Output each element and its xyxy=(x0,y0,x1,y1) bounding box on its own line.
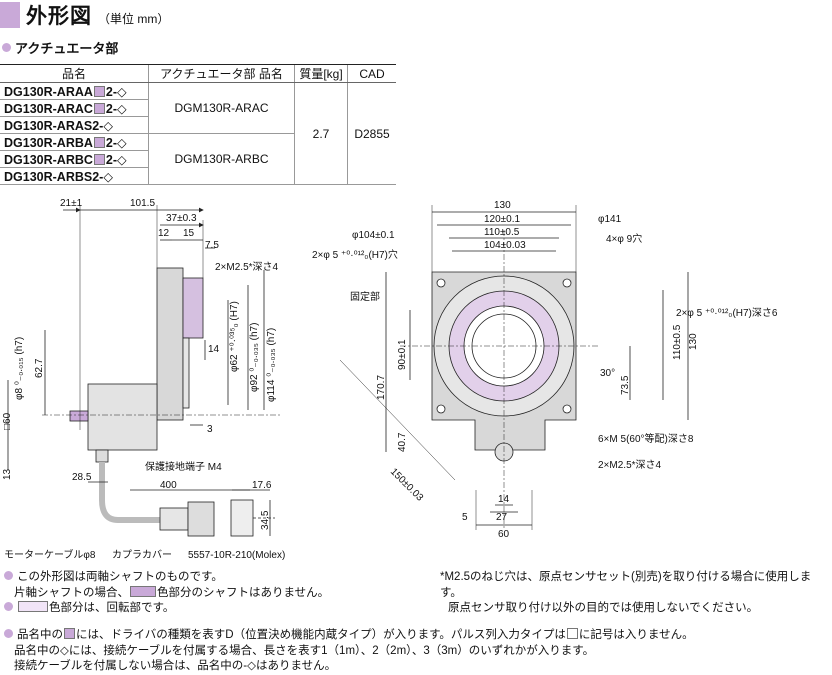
dim-27: 27 xyxy=(496,512,508,523)
note-3: 色部分は、回転部です。 xyxy=(4,601,329,617)
side-view xyxy=(7,205,280,537)
bullet-dot-icon xyxy=(2,43,11,52)
dim-92: φ92 ⁰₋₀.₀₃₅ (h7) xyxy=(249,323,260,392)
dim-12: 12 xyxy=(158,228,170,239)
dim-345: 34.5 xyxy=(260,510,271,530)
unit-label: （単位 mm） xyxy=(98,11,170,26)
dim-176: 17.6 xyxy=(252,480,272,491)
dim-75: 7.5 xyxy=(205,240,219,251)
dim-101: 101.5 xyxy=(130,198,155,209)
note-2: 片軸シャフトの場合、色部分のシャフトはありません。 xyxy=(14,585,330,599)
side-flange xyxy=(156,267,184,421)
dim-407: 40.7 xyxy=(397,432,408,452)
cad-value: D2855 xyxy=(347,82,396,185)
dim-m25-front: 2×M2.5*深さ4 xyxy=(598,459,662,471)
dim-8: φ8 ⁰₋₀.₀₁₅ (h7) xyxy=(14,337,25,400)
dim-15: 15 xyxy=(183,228,195,239)
dim-735: 73.5 xyxy=(620,375,631,395)
col-mass: 質量[kg] xyxy=(294,64,348,83)
dim-110a: 110±0.5 xyxy=(484,227,520,238)
fixed-part-label: 固定部 xyxy=(350,290,380,303)
dim-pin-depth: 2×φ 5 ⁺⁰·⁰¹²₀(H7)深さ6 xyxy=(676,307,778,319)
notes-right: *M2.5のねじ穴は、原点センサセット(別売)を取り付ける場合に使用します。 原… xyxy=(440,570,832,617)
notes-bottom: 品名中のには、ドライバの種類を表すD（位置決め機能内蔵タイプ）が入ります。パルス… xyxy=(4,628,694,675)
dim-1707: 170.7 xyxy=(376,375,387,400)
model-name: DG130R-ARAS2-◇ xyxy=(0,116,149,134)
dim-21: 21±1 xyxy=(60,198,83,209)
note-7: 品名中の◇には、接続ケーブルを付属する場合、長さを表す1（1m）、2（2m）、3… xyxy=(14,644,595,657)
dim-60: 60 xyxy=(498,529,510,540)
dim-14: 14 xyxy=(208,344,220,355)
dim-3: 3 xyxy=(207,424,213,435)
note-4: *M2.5のねじ穴は、原点センサセット(別売)を取り付ける場合に使用します。 xyxy=(440,571,812,599)
side-motor xyxy=(87,383,158,451)
model-name: DG130R-ARBS2-◇ xyxy=(0,167,149,185)
dim-13: 13 xyxy=(2,468,13,480)
dim-141: φ141 xyxy=(598,214,622,225)
dim-120: 120±0.1 xyxy=(484,214,521,225)
motor-cable-label: モーターケーブルφ8 xyxy=(4,548,96,561)
dim-104: 104±0.03 xyxy=(484,240,526,251)
dim-285: 28.5 xyxy=(72,472,92,483)
front-view xyxy=(339,205,689,530)
dim-150: 150±0.03 xyxy=(388,466,426,504)
col-model: 品名 xyxy=(0,64,149,83)
dim-37: 37±0.3 xyxy=(166,213,197,224)
section-label: アクチュエータ部 xyxy=(15,41,119,56)
note-1: この外形図は両軸シャフトのものです。 xyxy=(4,570,329,586)
dim-m5: 6×M 5(60°等配)深さ8 xyxy=(598,432,694,445)
header: 外形図 （単位 mm） xyxy=(0,0,169,30)
mass-value: 2.7 xyxy=(294,82,348,185)
dim-104-1: φ104±0.1 xyxy=(352,230,395,241)
note-6: 品名中のには、ドライバの種類を表すD（位置決め機能内蔵タイプ）が入ります。パルス… xyxy=(4,628,694,644)
dim-62: φ62 ⁺⁰·⁰³⁵₀ (H7) xyxy=(229,301,240,372)
note-5: 原点センサ取り付け以外の目的では使用しないでください。 xyxy=(448,602,759,614)
dim-400: 400 xyxy=(160,480,177,491)
table-row: DG130R-ARAS2-◇ xyxy=(0,116,396,134)
coupler-cover-label: カプラカバー xyxy=(112,549,172,561)
notes-left: この外形図は両軸シャフトのものです。 片軸シャフトの場合、色部分のシャフトはあり… xyxy=(4,570,329,617)
dim-sq60: □60 xyxy=(2,412,13,430)
dim-90: 90±0.1 xyxy=(397,339,408,370)
section-heading: アクチュエータ部 xyxy=(2,38,118,57)
dim-5: 5 xyxy=(462,512,468,523)
dim-m25: 2×M2.5*深さ4 xyxy=(215,261,279,273)
page-title: 外形図 xyxy=(26,5,92,28)
dim-114: φ114 ⁰₋₀.₀₃₅ (h7) xyxy=(266,328,277,402)
note-8: 接続ケーブルを付属しない場合は、品名中の-◇はありません。 xyxy=(14,660,337,672)
table-row: DG130R-ARBS2-◇ xyxy=(0,167,396,185)
side-shaft xyxy=(69,410,89,422)
side-rotor xyxy=(182,277,204,339)
dim-30deg: 30° xyxy=(600,368,615,379)
side-labels: 21±1 101.5 37±0.3 12 15 7.5 2×M2.5*深さ4 1… xyxy=(2,198,285,561)
ground-terminal-label: 保護接地端子 M4 xyxy=(145,460,222,473)
dim-110b: 110±0.5 xyxy=(672,324,683,360)
actuator-name: DGM130R-ARAC xyxy=(148,82,295,134)
dim-627: 62.7 xyxy=(34,358,45,378)
dim-9-holes: 4×φ 9穴 xyxy=(606,232,642,245)
header-accent-bar xyxy=(0,2,20,28)
dim-130: 130 xyxy=(494,200,511,211)
dim-pin-hole: 2×φ 5 ⁺⁰·⁰¹²₀(H7)穴 xyxy=(312,248,398,261)
dim-14-front: 14 xyxy=(498,494,510,505)
connector-label: 5557-10R-210(Molex) xyxy=(188,550,285,561)
col-actuator: アクチュエータ部 品名 xyxy=(148,64,295,83)
dim-130v: 130 xyxy=(688,333,699,350)
actuator-name: DGM130R-ARBC xyxy=(148,133,295,185)
col-cad: CAD xyxy=(347,64,396,83)
